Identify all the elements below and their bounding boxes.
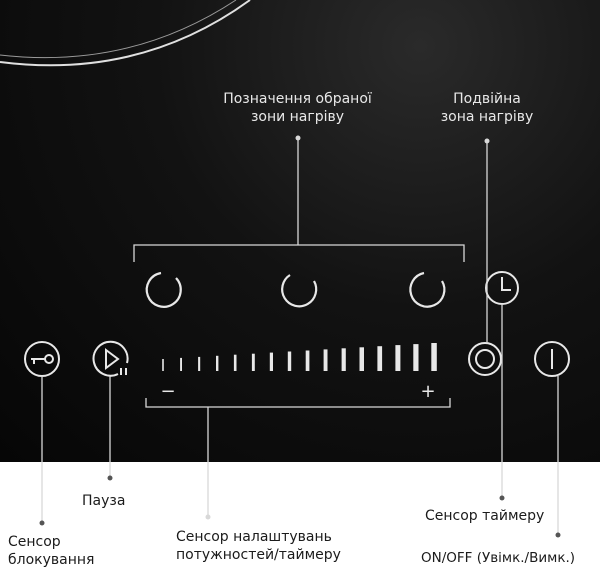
timer-leader-dot [499, 495, 505, 501]
dual-zone-label: Подвійна зона нагріву [432, 90, 542, 126]
slider-segment[interactable] [431, 343, 437, 371]
slider-segment[interactable] [305, 350, 310, 372]
slider-segment[interactable] [413, 344, 419, 371]
selected-zone-label-line2: зони нагріву [250, 109, 345, 125]
dual-zone-label-line2: зона нагріву [440, 109, 534, 125]
dual-zone-icon[interactable] [468, 342, 502, 376]
zone-bracket-dot [295, 135, 301, 141]
dual-zone-leader-dot [484, 138, 490, 144]
play-pause-icon[interactable] [92, 340, 129, 377]
power-slider[interactable] [162, 343, 437, 371]
pause-leader-dot [107, 475, 113, 481]
zone-indicator-icon[interactable] [281, 274, 318, 308]
slider-bracket [145, 398, 451, 517]
slider-segment[interactable] [341, 348, 346, 371]
lock-leader-dot [39, 520, 45, 526]
slider-segment[interactable] [359, 347, 365, 371]
power-icon[interactable] [534, 341, 570, 377]
lock-label-line2: блокування [8, 552, 95, 568]
slider-minus-label[interactable]: − [160, 381, 175, 402]
cooktop-panel [0, 0, 600, 462]
pause-label: Пауза [82, 493, 126, 509]
power-slider-label: Сенсор налаштувань потужностей/таймеру [176, 528, 341, 564]
slider-bracket-dot [205, 514, 211, 520]
zone-indicator-icon[interactable] [145, 271, 182, 308]
on-off-leader-dot [555, 532, 561, 538]
power-slider-label-line2: потужностей/таймеру [176, 547, 341, 563]
slider-segment[interactable] [198, 356, 201, 371]
slider-segment[interactable] [251, 353, 255, 371]
zone-indicator-icon[interactable] [409, 271, 446, 308]
slider-plus-label[interactable]: + [420, 381, 435, 402]
selected-zone-label-line1: Позначення обраної [223, 91, 372, 107]
lock-label: Сенсор блокування [8, 533, 94, 569]
selected-zone-label: Позначення обраної зони нагріву [210, 90, 385, 126]
burner-ring [0, 0, 251, 67]
slider-segment[interactable] [162, 359, 164, 371]
slider-segment[interactable] [395, 345, 401, 371]
burner-ring-inner [0, 0, 237, 59]
timer-sensor-label: Сенсор таймеру [425, 508, 545, 524]
slider-segment[interactable] [216, 355, 219, 371]
clock-icon[interactable] [485, 271, 519, 305]
slider-segment[interactable] [233, 354, 237, 371]
slider-segment[interactable] [287, 351, 292, 372]
key-lock-icon[interactable] [24, 341, 60, 377]
slider-segment[interactable] [323, 349, 328, 371]
slider-segment[interactable] [269, 352, 273, 371]
slider-segment[interactable] [377, 346, 383, 371]
power-slider-label-line1: Сенсор налаштувань [176, 529, 332, 545]
lock-label-line1: Сенсор [8, 534, 61, 550]
dual-zone-label-line1: Подвійна [453, 91, 521, 107]
on-off-label: ON/OFF (Увімк./Вимк.) [421, 550, 576, 566]
slider-segment[interactable] [180, 357, 182, 371]
zone-bracket [133, 138, 465, 262]
